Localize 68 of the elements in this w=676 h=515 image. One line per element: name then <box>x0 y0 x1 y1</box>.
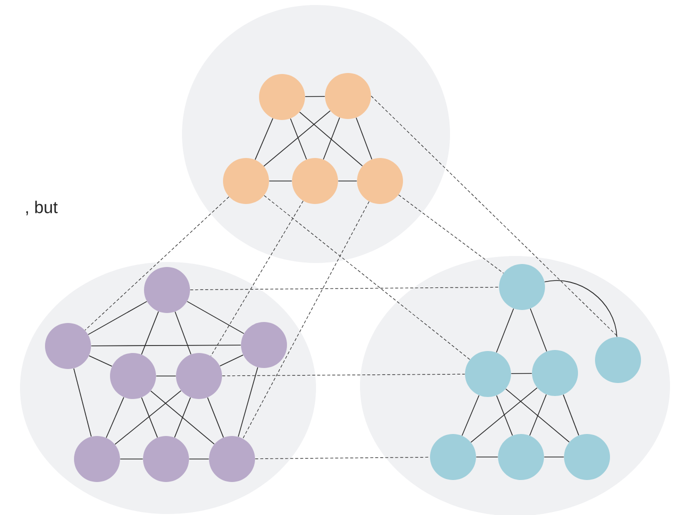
link-line <box>174 311 192 355</box>
dashed-link <box>242 201 370 439</box>
link-line <box>530 308 548 352</box>
link-line <box>529 394 547 436</box>
dashed-link <box>190 286 500 290</box>
network-node <box>465 351 511 397</box>
dashed-link <box>370 96 618 338</box>
link-line <box>88 301 148 335</box>
network-node <box>532 350 578 396</box>
link-line <box>120 458 144 460</box>
link-line <box>304 96 326 98</box>
link-line <box>73 368 92 437</box>
link-line <box>290 118 307 160</box>
dashed-link <box>84 196 230 331</box>
link-line <box>470 387 538 443</box>
link-line <box>150 390 215 444</box>
link-line <box>268 180 292 182</box>
link-line <box>496 395 513 436</box>
link-line <box>188 458 210 460</box>
network-node <box>430 434 476 480</box>
link-line <box>141 311 159 355</box>
link-line <box>254 118 274 160</box>
network-node <box>292 158 338 204</box>
network-node <box>499 264 545 310</box>
link-line <box>299 112 363 166</box>
network-node <box>110 353 156 399</box>
network-node <box>357 158 403 204</box>
link-line <box>356 117 372 160</box>
link-line <box>562 394 580 436</box>
dashed-link <box>222 374 466 376</box>
link-line <box>544 456 564 458</box>
network-node <box>144 267 190 313</box>
network-node <box>176 353 222 399</box>
link-line <box>462 394 480 436</box>
dashed-link <box>210 200 304 356</box>
link-line <box>90 344 242 346</box>
network-node <box>209 436 255 482</box>
network-node <box>498 434 544 480</box>
link-line <box>88 355 112 367</box>
link-line <box>338 180 358 182</box>
link-line <box>174 397 191 438</box>
link-line <box>207 397 224 438</box>
network-node <box>45 323 91 369</box>
network-node <box>241 322 287 368</box>
text-fragment: , but <box>26 200 58 216</box>
link-line <box>141 397 158 438</box>
network-node <box>223 158 269 204</box>
network-node <box>325 73 371 119</box>
link-line <box>114 390 182 445</box>
network-node <box>143 436 189 482</box>
link-line <box>238 366 258 438</box>
network-node <box>74 436 120 482</box>
link-line <box>476 456 498 458</box>
network-node <box>259 74 305 120</box>
link-line <box>496 308 514 353</box>
link-line <box>510 372 532 374</box>
network-node <box>595 337 641 383</box>
link-line <box>186 301 244 334</box>
link-line <box>323 117 340 160</box>
link-line <box>106 396 124 438</box>
link-line <box>544 280 618 338</box>
network-node <box>564 434 610 480</box>
dashed-link <box>398 194 504 274</box>
dashed-link <box>264 195 470 360</box>
dashed-link <box>254 456 430 460</box>
link-line <box>220 354 244 366</box>
link-line <box>505 388 570 442</box>
link-line <box>263 110 331 167</box>
